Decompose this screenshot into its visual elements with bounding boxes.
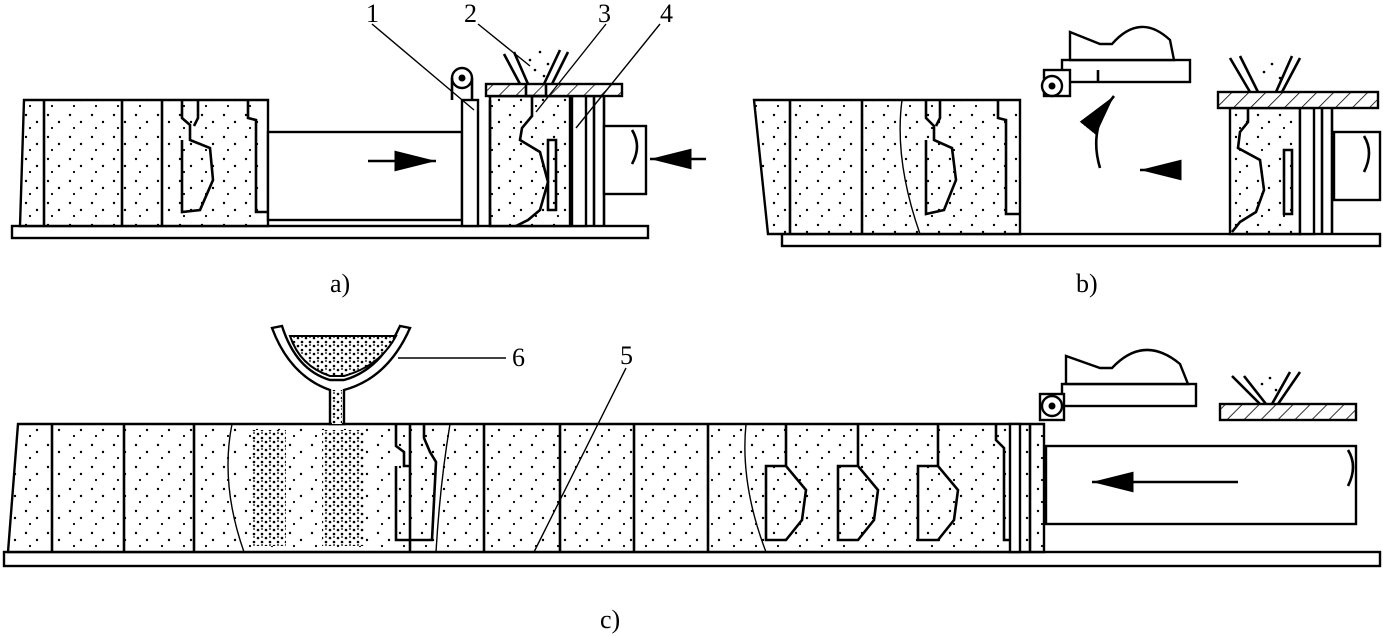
leader-4 <box>575 23 661 129</box>
panel-c: 6 5 c) <box>2 324 1382 634</box>
panel-a: 1 2 3 4 a) <box>10 0 706 298</box>
callout-4: 4 <box>660 0 673 28</box>
press-head-c <box>1038 348 1198 422</box>
sand-funnel-6 <box>270 324 412 426</box>
leader-2 <box>477 23 531 67</box>
caption-a: a) <box>330 269 350 298</box>
caption-b: b) <box>1076 269 1098 298</box>
molding-chamber-b <box>1216 55 1382 236</box>
callout-2: 2 <box>464 0 477 28</box>
callout-3: 3 <box>598 0 611 28</box>
ram-rod-c <box>1044 444 1358 526</box>
ram-rod-a <box>266 130 464 222</box>
callout-6: 6 <box>512 343 525 372</box>
callout-1: 1 <box>366 0 379 28</box>
callout-5: 5 <box>620 341 633 370</box>
panel-b: b) <box>752 25 1382 298</box>
press-head-b <box>1040 25 1192 181</box>
mold-stack-b <box>752 98 1022 236</box>
hopper-c <box>1218 371 1358 422</box>
molding-chamber-a <box>450 49 706 228</box>
mold-stack-a <box>18 98 270 228</box>
leader-3 <box>535 23 607 113</box>
base-rail-a <box>10 224 650 240</box>
caption-c: c) <box>600 605 620 634</box>
leader-1 <box>371 23 475 111</box>
base-rail-b <box>780 232 1382 248</box>
leader-5 <box>533 367 627 553</box>
base-rail-c <box>2 550 1382 568</box>
mold-stack-c <box>6 422 1046 554</box>
